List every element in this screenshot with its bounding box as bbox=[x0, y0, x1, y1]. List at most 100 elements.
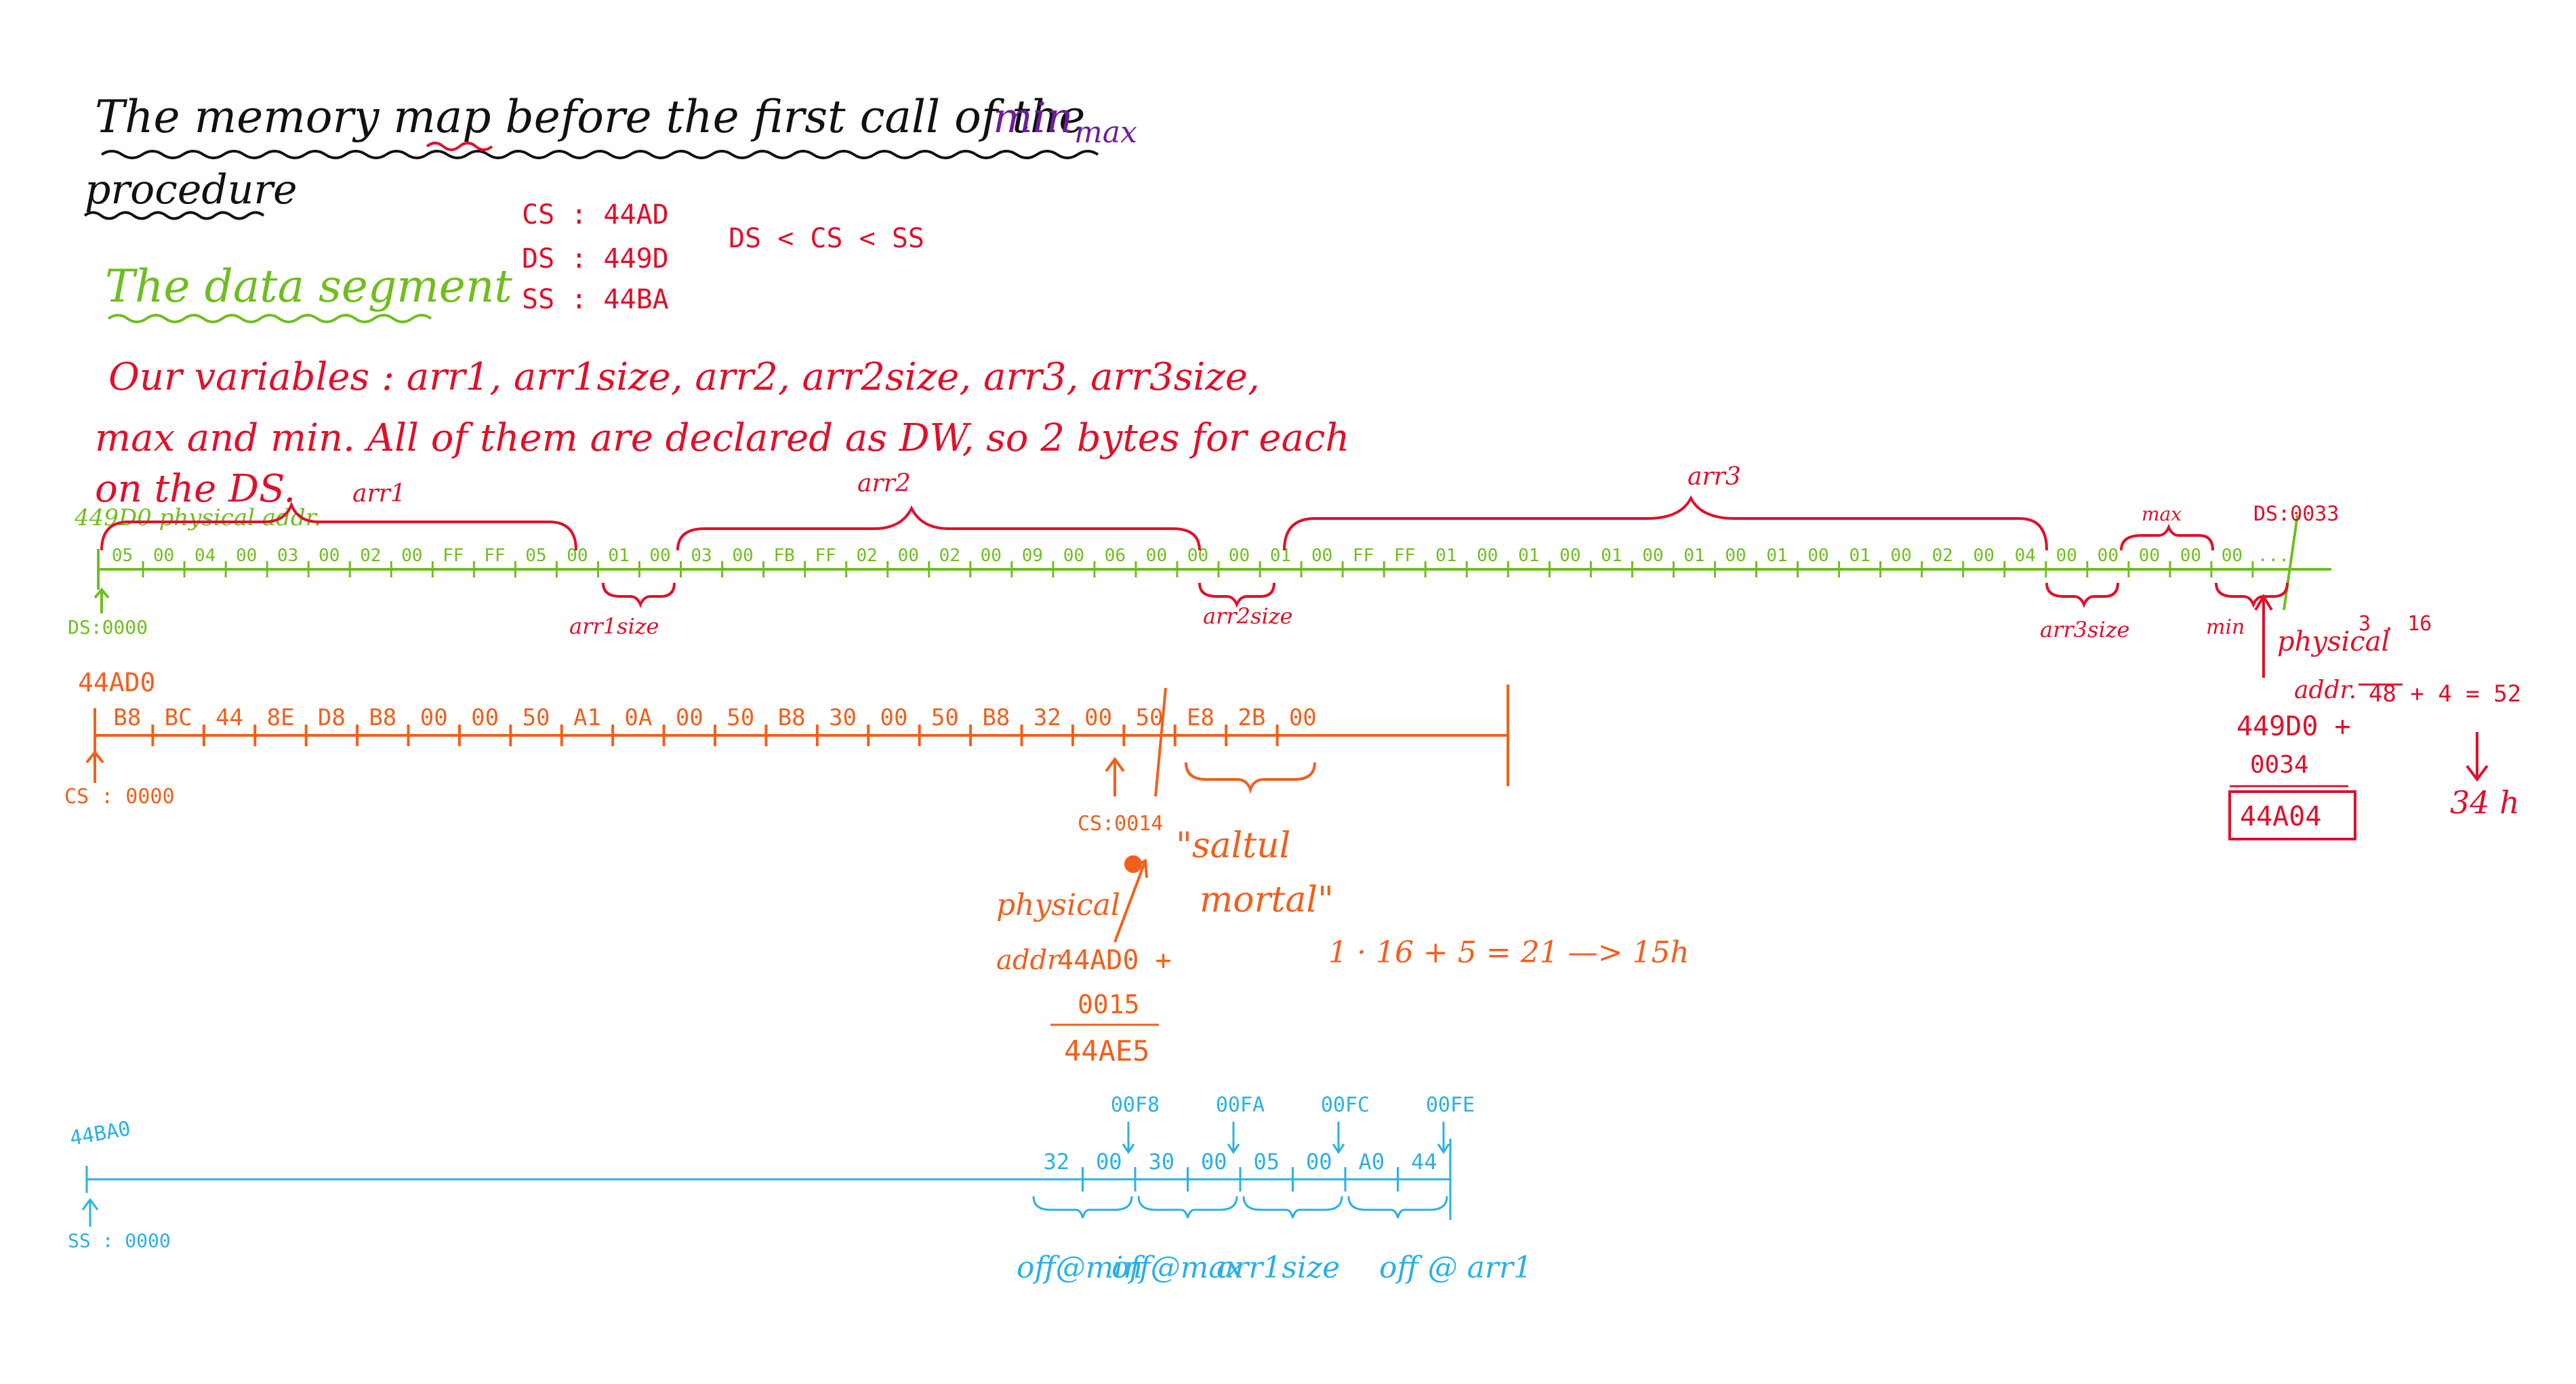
arr1-brace bbox=[100, 501, 577, 551]
ds-byte: FF bbox=[1353, 546, 1374, 566]
ds-byte: 00 bbox=[319, 546, 340, 566]
cs-byte: B8 bbox=[982, 704, 1010, 731]
segment-order: DS < CS < SS bbox=[729, 223, 924, 254]
ds-byte: 02 bbox=[857, 546, 878, 566]
ss-slot-brace bbox=[1137, 1196, 1238, 1219]
ds-byte: 04 bbox=[195, 546, 216, 566]
ss-byte: 30 bbox=[1148, 1149, 1174, 1175]
cs-pointer-arrow-icon bbox=[1105, 756, 1125, 796]
ss-offset-label: 00FE bbox=[1426, 1093, 1475, 1117]
ds-byte: 00 bbox=[1890, 546, 1911, 566]
ds-byte: 01 bbox=[608, 546, 629, 566]
ds-byte: 01 bbox=[1683, 546, 1704, 566]
ds-byte: 00 bbox=[2056, 546, 2077, 566]
saltul-label: "saltul bbox=[1176, 826, 1290, 866]
ds-byte: 00 bbox=[649, 546, 670, 566]
heading-wavy-underline bbox=[107, 314, 432, 323]
arr3size-brace bbox=[2045, 582, 2119, 609]
calc-result: 44A04 bbox=[2240, 801, 2321, 832]
ds-byte: 02 bbox=[1932, 546, 1953, 566]
ds-byte: 00 bbox=[153, 546, 174, 566]
ds-byte: 00 bbox=[2098, 546, 2119, 566]
ds-byte: 00 bbox=[1229, 546, 1250, 566]
cs-byte: D8 bbox=[318, 704, 346, 731]
min-label: min bbox=[2206, 615, 2245, 639]
ds-byte: 01 bbox=[1435, 546, 1456, 566]
ss-byte: A0 bbox=[1358, 1149, 1385, 1175]
cs-byte: 8E bbox=[266, 704, 294, 731]
ink-blot bbox=[1124, 855, 1142, 873]
ss-physical-address: 44BA0 bbox=[68, 1117, 132, 1151]
title-wavy-underline bbox=[100, 150, 1099, 159]
call-operand-brace bbox=[1185, 762, 1316, 794]
ds-start-arrow-icon bbox=[94, 587, 110, 613]
cs-start-label: CS : 0000 bbox=[64, 785, 175, 809]
max-brace bbox=[2120, 523, 2214, 551]
ds-end-label: DS:0033 bbox=[2253, 502, 2339, 526]
cs-byte: B8 bbox=[369, 704, 396, 731]
ds-byte: FF bbox=[1394, 546, 1415, 566]
ss-slot-label: arr1size bbox=[1217, 1250, 1340, 1285]
ds-byte: 01 bbox=[1270, 546, 1291, 566]
ss-byte: 00 bbox=[1096, 1149, 1122, 1175]
ss-start-label: SS : 0000 bbox=[68, 1229, 171, 1252]
ss-byte: 00 bbox=[1201, 1149, 1227, 1175]
ds-byte: 01 bbox=[1518, 546, 1539, 566]
title-line-2: procedure bbox=[85, 166, 298, 213]
ss-byte: 05 bbox=[1253, 1149, 1280, 1175]
cs-byte: BC bbox=[165, 704, 192, 731]
cs-byte: 32 bbox=[1034, 704, 1061, 731]
calc-base: 449D0 + bbox=[2236, 711, 2351, 742]
calc-sixteen: 3 . 16 bbox=[2358, 612, 2432, 636]
ds-byte: 00 bbox=[981, 546, 1002, 566]
ds-tape-end bbox=[2283, 514, 2299, 611]
cs-register: CS : 44AD bbox=[522, 199, 669, 230]
cs-byte: 50 bbox=[931, 704, 959, 731]
min-pointer-arrow-icon bbox=[2254, 594, 2273, 678]
ds-byte: ... bbox=[2257, 546, 2289, 566]
ds-byte: 00 bbox=[2180, 546, 2201, 566]
ds-byte: 00 bbox=[1477, 546, 1498, 566]
ds-byte: 00 bbox=[1642, 546, 1663, 566]
data-segment-heading-block: The data segment Our variables : arr1, a… bbox=[95, 260, 1349, 511]
ds-byte: 00 bbox=[1187, 546, 1208, 566]
ss-start-arrow-icon bbox=[81, 1198, 99, 1227]
ds-byte: 01 bbox=[1601, 546, 1622, 566]
cs-byte: B8 bbox=[778, 704, 806, 731]
data-segment-heading: The data segment bbox=[105, 260, 512, 312]
title-word-min: min bbox=[993, 93, 1074, 142]
ds-byte: 05 bbox=[525, 546, 546, 566]
cs-physical-address: 44AD0 bbox=[78, 668, 155, 697]
ds-byte: 00 bbox=[2139, 546, 2160, 566]
min-brace bbox=[2215, 582, 2289, 609]
variables-note-line-3: on the DS. bbox=[95, 467, 295, 511]
ds-byte: FF bbox=[484, 546, 505, 566]
ds-byte: 00 bbox=[1559, 546, 1580, 566]
ds-byte: 00 bbox=[1146, 546, 1167, 566]
cs-calc-base: 44AD0 + bbox=[1057, 945, 1172, 976]
ss-slot-brace bbox=[1242, 1196, 1343, 1219]
ss-offset-label: 00FC bbox=[1321, 1093, 1370, 1117]
cs-calc-result: 44AE5 bbox=[1064, 1034, 1149, 1067]
arr1size-label: arr1size bbox=[569, 613, 659, 639]
cs-byte: B8 bbox=[113, 704, 141, 731]
ss-slot-label: off @ arr1 bbox=[1379, 1250, 1532, 1285]
cs-byte: 00 bbox=[1084, 704, 1112, 731]
ss-offset-label: 00FA bbox=[1216, 1093, 1265, 1117]
cs-byte: 00 bbox=[420, 704, 448, 731]
ss-offset-arrow-icon bbox=[1437, 1122, 1450, 1154]
hex-arrow-icon bbox=[2466, 732, 2489, 782]
ss-slot-brace bbox=[1347, 1196, 1448, 1219]
arr3-brace bbox=[1283, 495, 2048, 551]
cs-byte: 0A bbox=[624, 704, 652, 731]
calc-offset: 0034 bbox=[2250, 751, 2309, 779]
cs-byte: 50 bbox=[523, 704, 550, 731]
cs-byte: 00 bbox=[880, 704, 907, 731]
title-word-max: max bbox=[1074, 115, 1137, 150]
ds-byte: FF bbox=[815, 546, 836, 566]
calc-result-box bbox=[2228, 790, 2356, 840]
